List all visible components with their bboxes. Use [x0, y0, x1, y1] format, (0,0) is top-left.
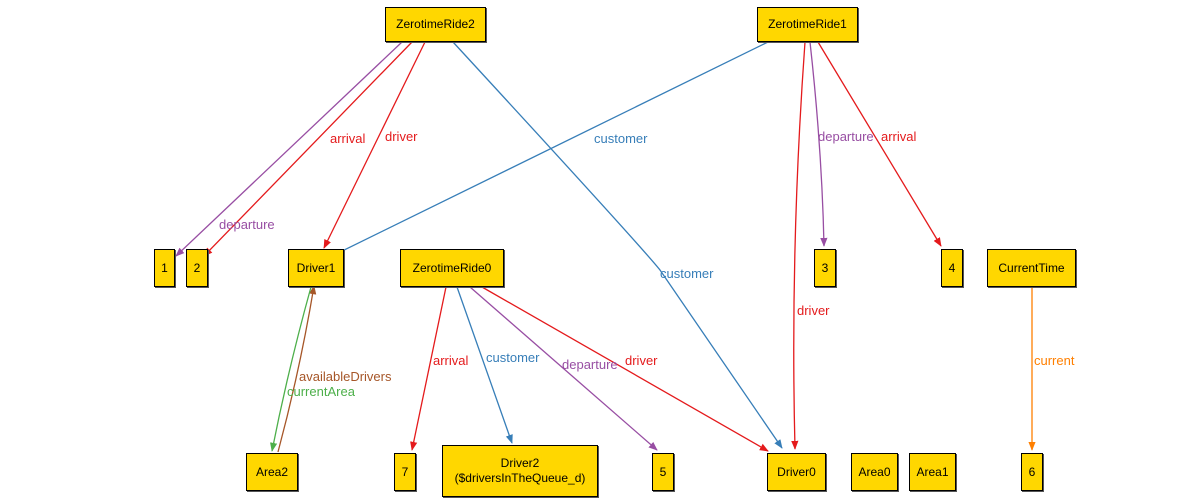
node-zerotimeride2-label: ZerotimeRide2 — [396, 17, 475, 31]
node-currenttime[interactable]: CurrentTime — [987, 249, 1076, 287]
node-zerotimeride1[interactable]: ZerotimeRide1 — [757, 7, 858, 42]
node-driver0-label: Driver0 — [777, 464, 816, 479]
node-3[interactable]: 3 — [814, 249, 836, 287]
node-driver0[interactable]: Driver0 — [767, 453, 826, 491]
edge-zr2-customer — [452, 41, 783, 449]
node-driver2[interactable]: Driver2 ($driversInTheQueue_d) — [442, 445, 598, 497]
node-4[interactable]: 4 — [941, 249, 963, 287]
node-area2[interactable]: Area2 — [246, 453, 298, 491]
node-zerotimeride0[interactable]: ZerotimeRide0 — [400, 249, 504, 287]
edge-area2-available-drivers — [277, 285, 317, 453]
edge-label-zr2-customer: customer — [660, 266, 714, 281]
edge-label-zr0-driver: driver — [625, 353, 658, 368]
edge-label-zr1-departure: departure — [818, 129, 874, 144]
node-2-label: 2 — [193, 260, 201, 275]
edge-label-zr2-driver: driver — [385, 129, 418, 144]
edge-driver1-current-area — [270, 286, 312, 452]
node-driver2-name: Driver2 — [500, 456, 540, 470]
node-1[interactable]: 1 — [154, 249, 175, 287]
edge-label-zr0-arrival: arrival — [433, 353, 469, 368]
edge-zr1-arrival — [817, 41, 942, 247]
edge-zr1-driver — [791, 41, 806, 450]
edge-label-zr1-arrival: arrival — [881, 129, 917, 144]
node-area1[interactable]: Area1 — [909, 453, 956, 491]
edge-zr0-arrival — [410, 286, 447, 451]
edge-zr2-driver — [323, 41, 426, 249]
node-zerotimeride2[interactable]: ZerotimeRide2 — [385, 7, 486, 42]
node-6[interactable]: 6 — [1021, 453, 1043, 491]
edge-zr0-departure — [469, 286, 658, 451]
node-3-label: 3 — [821, 260, 829, 275]
node-currenttime-label: CurrentTime — [998, 260, 1065, 275]
edge-label-zr2-departure: departure — [219, 217, 275, 232]
edge-label-zr1-customer: customer — [594, 131, 648, 146]
node-7[interactable]: 7 — [394, 453, 416, 491]
node-6-label: 6 — [1028, 464, 1036, 479]
edge-label-area2-available-drivers: availableDrivers — [299, 369, 392, 384]
node-4-label: 4 — [948, 260, 956, 275]
node-driver1[interactable]: Driver1 — [288, 249, 344, 287]
edge-zr2-arrival — [203, 41, 413, 257]
node-area0[interactable]: Area0 — [851, 453, 898, 491]
node-driver1-label: Driver1 — [296, 260, 336, 275]
node-area1-label: Area1 — [916, 464, 949, 479]
node-7-label: 7 — [401, 464, 409, 479]
node-5[interactable]: 5 — [652, 453, 674, 491]
edge-zr1-departure — [809, 41, 828, 247]
edge-zr0-customer — [456, 286, 513, 444]
edge-label-currenttime-current: current — [1034, 353, 1075, 368]
node-driver2-qualifier: ($driversInTheQueue_d) — [454, 471, 586, 485]
node-1-label: 1 — [161, 260, 168, 275]
node-2[interactable]: 2 — [186, 249, 208, 287]
node-5-label: 5 — [659, 464, 667, 479]
edge-zr2-departure — [175, 41, 403, 257]
edge-label-zr2-arrival: arrival — [330, 131, 366, 146]
edge-zr1-customer — [331, 41, 769, 257]
edge-label-zr0-customer: customer — [486, 350, 540, 365]
node-zerotimeride1-label: ZerotimeRide1 — [768, 17, 847, 31]
edge-label-driver1-current-area: currentArea — [287, 384, 356, 399]
edge-label-zr1-driver: driver — [797, 303, 830, 318]
edge-zr0-driver — [481, 286, 769, 452]
node-area0-label: Area0 — [858, 464, 891, 479]
node-zerotimeride0-label: ZerotimeRide0 — [412, 260, 492, 275]
edge-label-zr0-departure: departure — [562, 357, 618, 372]
node-area2-label: Area2 — [255, 464, 289, 479]
